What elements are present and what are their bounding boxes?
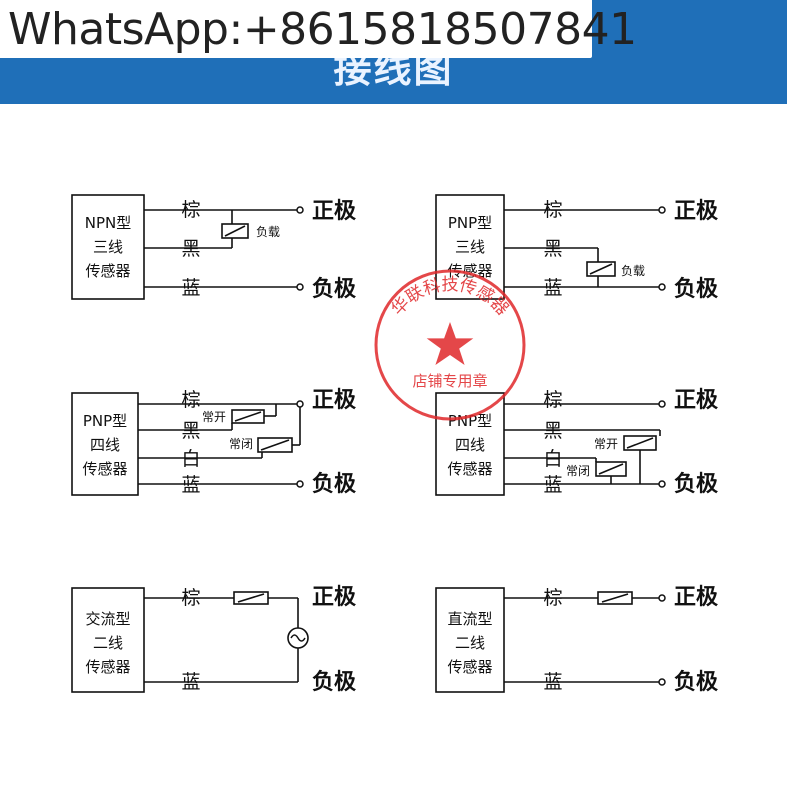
wire-label: 黑 <box>181 420 200 442</box>
seal-company-name: 华联科技传感器 <box>388 275 513 320</box>
terminal-dot <box>296 283 304 291</box>
sensor-label: 传感器 <box>85 262 130 280</box>
terminal-negative-label: 负极 <box>674 472 719 497</box>
sensor-box-dc2 <box>435 587 505 693</box>
sensor-box-pnp4b <box>435 392 505 496</box>
relay-nc-label: 常闭 <box>229 437 253 451</box>
sensor-wire-count-label: 三线 <box>455 238 485 256</box>
sensor-wire-count-label: 四线 <box>90 436 120 454</box>
sensor-type-label: 直流型 <box>447 610 492 628</box>
wire-label: 黑 <box>181 238 200 260</box>
seal-shop-label: 店铺专用章 <box>412 372 487 390</box>
relay-no-label: 常开 <box>594 437 618 451</box>
relay-nc-label: 常闭 <box>566 464 590 478</box>
terminal-dot <box>658 283 666 291</box>
sensor-box-pnp4a <box>71 392 139 496</box>
sensor-wire-count-label: 四线 <box>455 436 485 454</box>
terminal-positive-label: 正极 <box>674 585 719 610</box>
sensor-label: 传感器 <box>447 460 492 478</box>
terminal-negative-label: 负极 <box>674 670 719 695</box>
terminal-positive-label: 正极 <box>312 585 357 610</box>
sine-icon <box>290 634 306 642</box>
sensor-type-label: NPN型 <box>85 214 132 232</box>
sensor-wire-count-label: 三线 <box>93 238 123 256</box>
sensor-type-label: PNP型 <box>83 412 127 430</box>
watermark-box: WhatsApp:+8615818507841 <box>0 0 637 58</box>
sensor-type-label: 交流型 <box>85 610 130 628</box>
sensor-label: 传感器 <box>82 460 127 478</box>
terminal-dot <box>296 206 304 214</box>
wire-label: 棕 <box>543 587 562 609</box>
load-relay-npn3 <box>221 223 249 239</box>
sensor-label: 传感器 <box>85 658 130 676</box>
relay-no-label: 常开 <box>202 410 226 424</box>
wire-label: 蓝 <box>181 474 200 496</box>
wire-label: 棕 <box>181 389 200 411</box>
wire-label: 棕 <box>543 199 562 221</box>
terminal-negative-label: 负极 <box>312 277 357 302</box>
terminal-dot <box>658 480 666 488</box>
wire-label: 棕 <box>543 389 562 411</box>
terminal-dot <box>658 594 666 602</box>
terminal-positive-label: 正极 <box>312 199 357 224</box>
sensor-box-npn3 <box>71 194 145 300</box>
sensor-type-label: PNP型 <box>448 214 492 232</box>
wire-label: 黑 <box>543 420 562 442</box>
terminal-positive-label: 正极 <box>674 388 719 413</box>
sensor-wire-count-label: 二线 <box>93 634 123 652</box>
sensor-wire-count-label: 二线 <box>455 634 485 652</box>
terminal-negative-label: 负极 <box>312 472 357 497</box>
terminal-dot <box>296 480 304 488</box>
terminal-negative-label: 负极 <box>312 670 357 695</box>
wire-label: 蓝 <box>543 277 562 299</box>
load-label: 负载 <box>256 225 280 239</box>
load-label: 负载 <box>621 264 645 278</box>
seal-star-icon <box>426 322 474 365</box>
terminal-dot <box>658 400 666 408</box>
wire-label: 蓝 <box>181 277 200 299</box>
wire-label: 棕 <box>181 199 200 221</box>
terminal-positive-label: 正极 <box>312 388 357 413</box>
load-relay-pnp3 <box>586 261 616 277</box>
sensor-type-label: PNP型 <box>448 412 492 430</box>
sensor-label: 传感器 <box>447 262 492 280</box>
watermark-text: WhatsApp:+8615818507841 <box>8 4 637 55</box>
svg-text:华联科技传感器: 华联科技传感器 <box>388 275 513 320</box>
wire-label: 黑 <box>543 238 562 260</box>
terminal-negative-label: 负极 <box>674 277 719 302</box>
terminal-positive-label: 正极 <box>674 199 719 224</box>
sensor-box-ac2 <box>71 587 145 693</box>
wire-label: 蓝 <box>181 671 200 693</box>
terminal-dot <box>296 400 304 408</box>
company-seal-stamp: 华联科技传感器 店铺专用章 <box>374 269 526 421</box>
sensor-box-pnp3 <box>435 194 505 300</box>
terminal-dot <box>658 678 666 686</box>
sensor-label: 传感器 <box>447 658 492 676</box>
wire-label: 棕 <box>181 587 200 609</box>
wire-label: 白 <box>181 448 200 470</box>
wire-label: 蓝 <box>543 474 562 496</box>
wire-label: 白 <box>543 448 562 470</box>
terminal-dot <box>658 206 666 214</box>
wire-label: 蓝 <box>543 671 562 693</box>
